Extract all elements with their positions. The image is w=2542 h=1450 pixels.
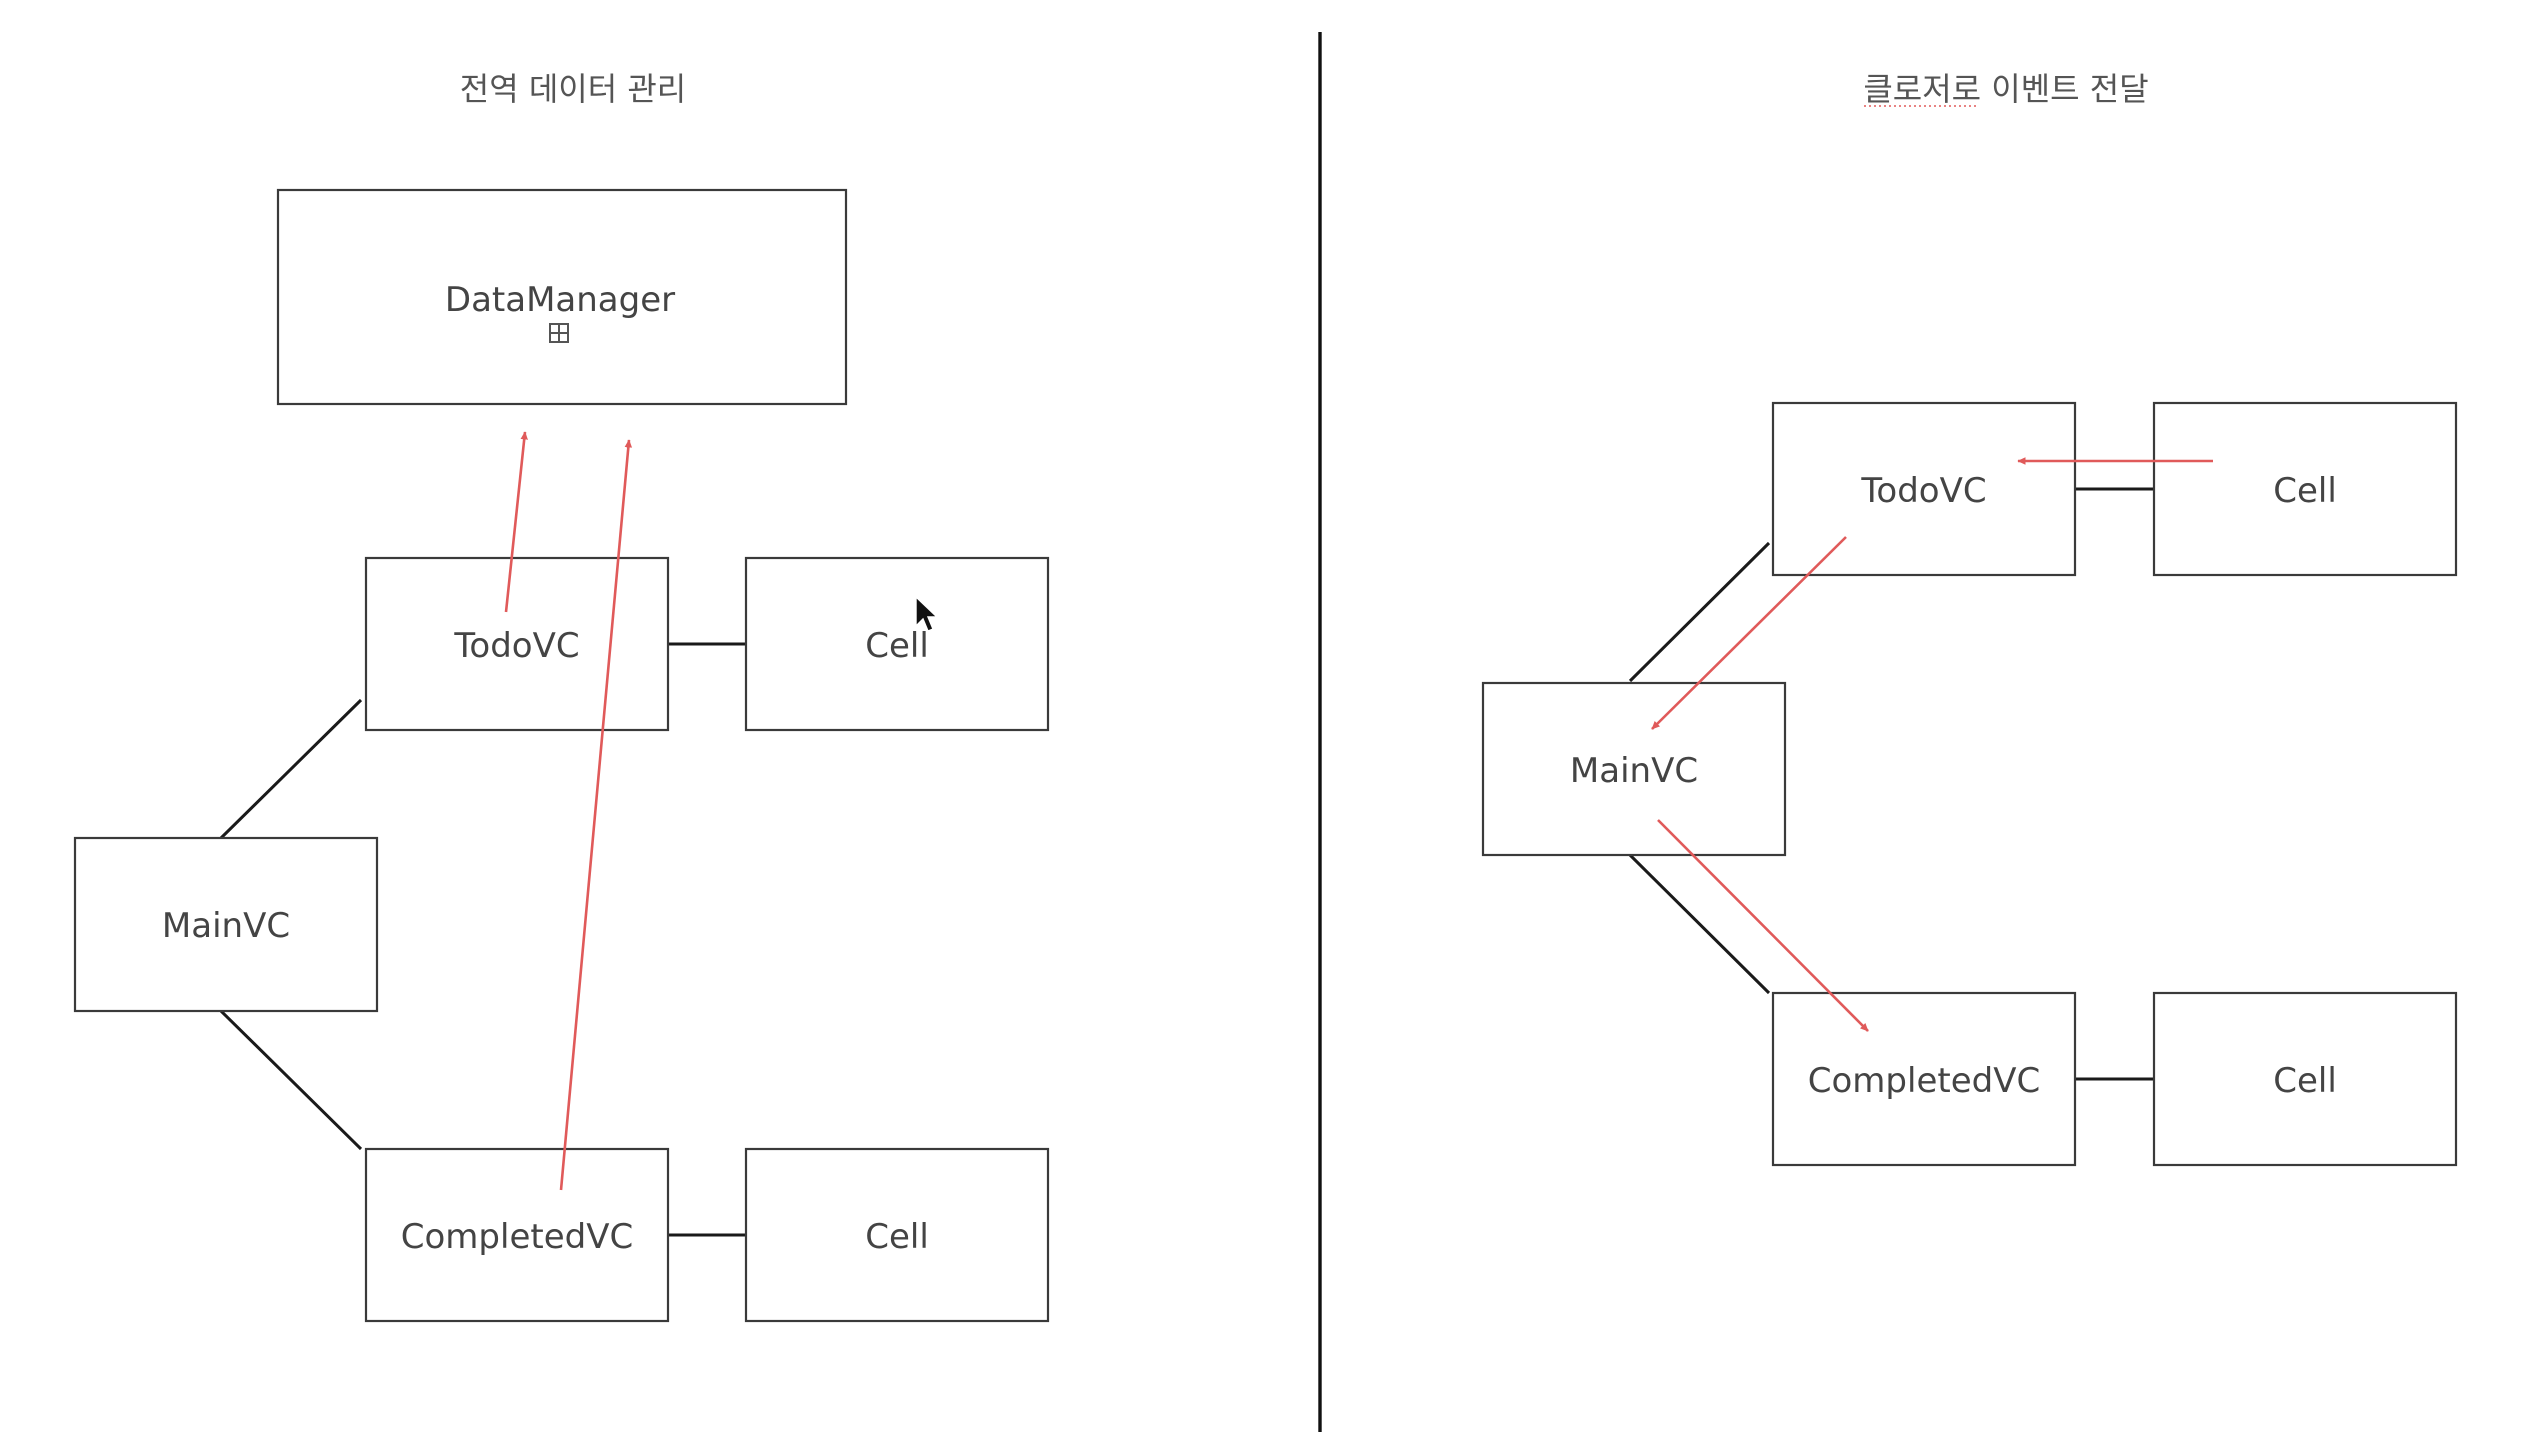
node-cell-completed-left-label: Cell — [865, 1217, 929, 1257]
arrow-todovc-to-datamanager — [504, 431, 528, 613]
node-cell-todo-right[interactable]: Cell — [2152, 401, 2458, 577]
node-todovc-right-label: TodoVC — [1860, 471, 1986, 511]
node-completedvc-right-label: CompletedVC — [1808, 1061, 2040, 1101]
left-link-main-completed — [219, 1009, 363, 1151]
arrow-mainvc-to-completedvc — [1657, 819, 1869, 1032]
node-todovc-left-label: TodoVC — [453, 626, 579, 666]
right-link-main-completed — [1628, 853, 1771, 995]
node-cell-todo-right-label: Cell — [2273, 471, 2337, 511]
node-todovc-left[interactable]: TodoVC — [364, 556, 670, 732]
node-completedvc-left-label: CompletedVC — [401, 1217, 633, 1257]
node-cell-completed-left[interactable]: Cell — [744, 1147, 1050, 1323]
node-mainvc-left-label: MainVC — [162, 906, 290, 946]
cursor-icon — [915, 595, 939, 632]
node-completedvc-left[interactable]: CompletedVC — [364, 1147, 670, 1323]
node-cell-completed-right[interactable]: Cell — [2152, 991, 2458, 1167]
node-cell-todo-left-label: Cell — [865, 626, 929, 666]
arrow-completedvc-to-datamanager — [559, 439, 633, 1191]
left-link-main-todo — [219, 698, 363, 840]
node-mainvc-right[interactable]: MainVC — [1481, 681, 1787, 857]
expand-icon[interactable] — [549, 323, 569, 343]
node-mainvc-right-label: MainVC — [1570, 751, 1698, 791]
node-datamanager-label: DataManager — [445, 280, 675, 320]
right-panel: 클로저로 이벤트 전달 TodoVC Cell MainVC Completed… — [1481, 70, 2458, 1167]
left-panel: 전역 데이터 관리 DataManager TodoVC Cell — [73, 70, 1050, 1323]
arrow-todovc-to-mainvc — [1651, 536, 1847, 730]
right-panel-title: 클로저로 이벤트 전달 — [1863, 70, 2148, 108]
node-todovc-right[interactable]: TodoVC — [1771, 401, 2077, 577]
right-link-main-todo — [1628, 541, 1771, 683]
node-mainvc-left[interactable]: MainVC — [73, 836, 379, 1013]
node-cell-todo-left[interactable]: Cell — [744, 556, 1050, 732]
node-completedvc-right[interactable]: CompletedVC — [1771, 991, 2077, 1167]
node-datamanager[interactable]: DataManager — [276, 188, 848, 406]
left-panel-title: 전역 데이터 관리 — [460, 70, 686, 108]
node-cell-completed-right-label: Cell — [2273, 1061, 2337, 1101]
